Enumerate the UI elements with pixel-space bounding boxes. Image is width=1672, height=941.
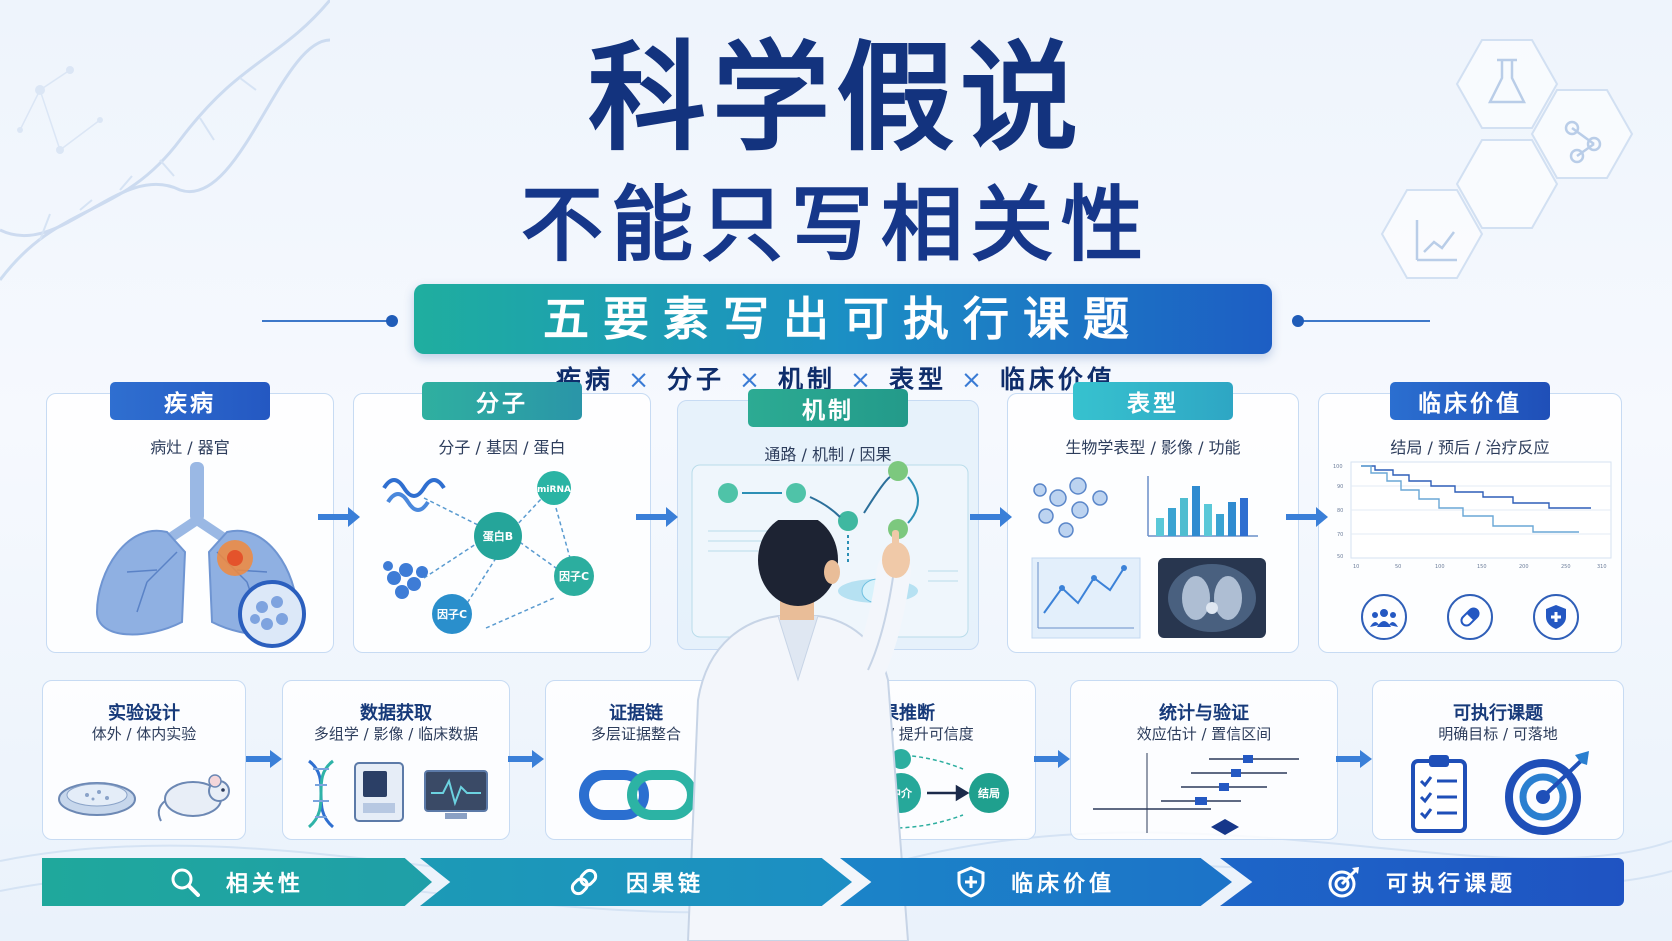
card-disease-tag: 疾病: [110, 382, 270, 420]
arrow-right-icon: [1336, 750, 1372, 768]
arrow-right-icon: [970, 507, 1012, 527]
pill-icon: [1447, 594, 1493, 640]
sequencer-icon: [354, 762, 404, 822]
km-x-tick: 50: [1395, 564, 1401, 570]
patients-icon: [1361, 594, 1407, 640]
km-x-tick: 250: [1561, 564, 1571, 570]
card-clinical-value-desc: 结局 / 预后 / 治疗反应: [1390, 438, 1550, 457]
card-mechanism-desc: 通路 / 机制 / 因果: [764, 445, 892, 464]
bottom-seg-causal-chain: 因果链: [420, 858, 852, 906]
banner-line-left: [262, 320, 392, 322]
card-clinical-value-tag: 临床价值: [1390, 382, 1550, 420]
banner-dot-left: [386, 315, 398, 327]
card-phenotype: 表型 生物学表型 / 影像 / 功能: [1007, 382, 1299, 653]
card-data-acquisition-desc: 多组学 / 影像 / 临床数据: [313, 725, 479, 743]
km-y-tick: 70: [1337, 532, 1343, 538]
petri-dish-icon: [58, 782, 136, 816]
shield-plus-icon: [957, 866, 985, 898]
banner: 五要素写出可执行课题: [414, 284, 1272, 354]
target-icon: [1505, 751, 1589, 835]
card-disease-desc: 病灶 / 器官: [150, 438, 230, 457]
banner-line-right: [1300, 320, 1430, 322]
link-icon: [570, 868, 598, 896]
km-x-tick: 100: [1435, 564, 1445, 570]
target-icon: [1328, 867, 1359, 898]
node-mirna: miRNA: [537, 485, 571, 495]
line-chart-icon: [1031, 557, 1141, 639]
card-actionable-project-desc: 明确目标 / 可落地: [1438, 725, 1558, 743]
card-experiment-design-desc: 体外 / 体内实验: [91, 725, 197, 743]
bottom-seg-actionable-project: 可执行课题: [1220, 858, 1624, 906]
card-experiment-design-title: 实验设计: [108, 703, 180, 724]
medical-shield-icon: [1533, 594, 1579, 640]
card-experiment-design: 实验设计 体外 / 体内实验: [42, 680, 246, 840]
search-icon: [171, 868, 200, 897]
km-y-tick: 50: [1337, 554, 1343, 560]
card-statistics-validation-desc: 效应估计 / 置信区间: [1136, 725, 1272, 743]
km-x-tick: 150: [1477, 564, 1487, 570]
km-x-tick: 310: [1597, 564, 1607, 570]
protein-structure-icon: [382, 478, 446, 599]
arrow-right-icon: [1034, 750, 1070, 768]
sub-title: 不能只写相关性: [520, 178, 1151, 273]
bottom-seg-correlation-label: 相关性: [225, 872, 304, 897]
card-actionable-project: 可执行课题 明确目标 / 可落地: [1372, 680, 1624, 840]
monitor-icon: [424, 770, 488, 819]
main-title: 科学假说: [587, 29, 1084, 167]
node-factor-c-1: 因子C: [559, 570, 589, 583]
formula-sep: ×: [850, 365, 875, 394]
bottom-seg-clinical-value-label: 临床价值: [1010, 872, 1115, 897]
card-statistics-validation: 统计与验证 效应估计 / 置信区间: [1070, 680, 1338, 840]
checklist-icon: [1411, 755, 1467, 833]
card-phenotype-desc: 生物学表型 / 影像 / 功能: [1065, 438, 1241, 457]
node-outcome: 结局: [977, 786, 1000, 800]
molecule-network: 蛋白B 因子C 因子C miRNA: [382, 471, 594, 634]
km-x-tick: 10: [1353, 564, 1359, 570]
bar-chart-icon: [1147, 476, 1258, 537]
chain-link-icon: [579, 770, 697, 820]
formula-sep: ×: [739, 365, 764, 394]
lungs-icon: [95, 462, 306, 648]
card-data-acquisition: 数据获取 多组学 / 影像 / 临床数据: [282, 680, 510, 840]
arrow-right-icon: [246, 750, 282, 768]
card-mechanism-tag: 机制: [748, 389, 908, 427]
ct-scan-icon: [1158, 558, 1266, 638]
dna-helix-decoration: [0, 0, 330, 281]
mouse-icon: [157, 774, 230, 822]
phenotype-graphics: [1031, 476, 1266, 639]
card-data-acquisition-title: 数据获取: [360, 703, 432, 724]
survival-curve-chart: 100 90 80 70 50 10 50 100 150 200 250 31…: [1333, 461, 1612, 570]
arrow-right-icon: [1286, 507, 1328, 527]
bottom-seg-actionable-project-label: 可执行课题: [1385, 872, 1516, 897]
node-factor-c-2: 因子C: [437, 608, 467, 621]
dna-icon: [307, 759, 335, 829]
formula-sep: ×: [628, 365, 654, 394]
arrow-right-icon: [318, 507, 360, 527]
bottom-seg-causal-chain-label: 因果链: [625, 872, 704, 897]
node-protein-b: 蛋白B: [483, 529, 513, 543]
hexagon-decoration: [1380, 39, 1634, 279]
card-actionable-project-title: 可执行课题: [1453, 703, 1543, 724]
card-molecule: 分子 分子 / 基因 / 蛋白 蛋白B 因子C 因子C miRNA: [353, 382, 651, 653]
banner-dot-right: [1292, 315, 1304, 327]
km-y-tick: 80: [1337, 508, 1343, 514]
bottom-seg-clinical-value: 临床价值: [840, 858, 1232, 906]
arrow-right-icon: [636, 507, 678, 527]
arrow-right-icon: [508, 750, 544, 768]
card-statistics-validation-title: 统计与验证: [1159, 703, 1249, 724]
formula-sep: ×: [960, 365, 986, 394]
card-phenotype-tag: 表型: [1073, 382, 1233, 420]
km-x-tick: 200: [1519, 564, 1529, 570]
card-molecule-desc: 分子 / 基因 / 蛋白: [438, 438, 566, 457]
bottom-seg-correlation: 相关性: [42, 858, 432, 906]
card-clinical-value: 临床价值 结局 / 预后 / 治疗反应 100 90 80 70 50 10 5…: [1318, 382, 1622, 653]
km-y-tick: 100: [1333, 464, 1343, 470]
km-y-tick: 90: [1337, 484, 1343, 490]
card-molecule-tag: 分子: [422, 382, 582, 420]
card-evidence-chain-title: 证据链: [609, 703, 663, 724]
forest-plot-icon: [1093, 753, 1299, 835]
card-evidence-chain-desc: 多层证据整合: [590, 725, 681, 743]
card-disease: 疾病 病灶 / 器官: [46, 382, 334, 653]
formula-item-molecule: 分子: [667, 365, 726, 394]
